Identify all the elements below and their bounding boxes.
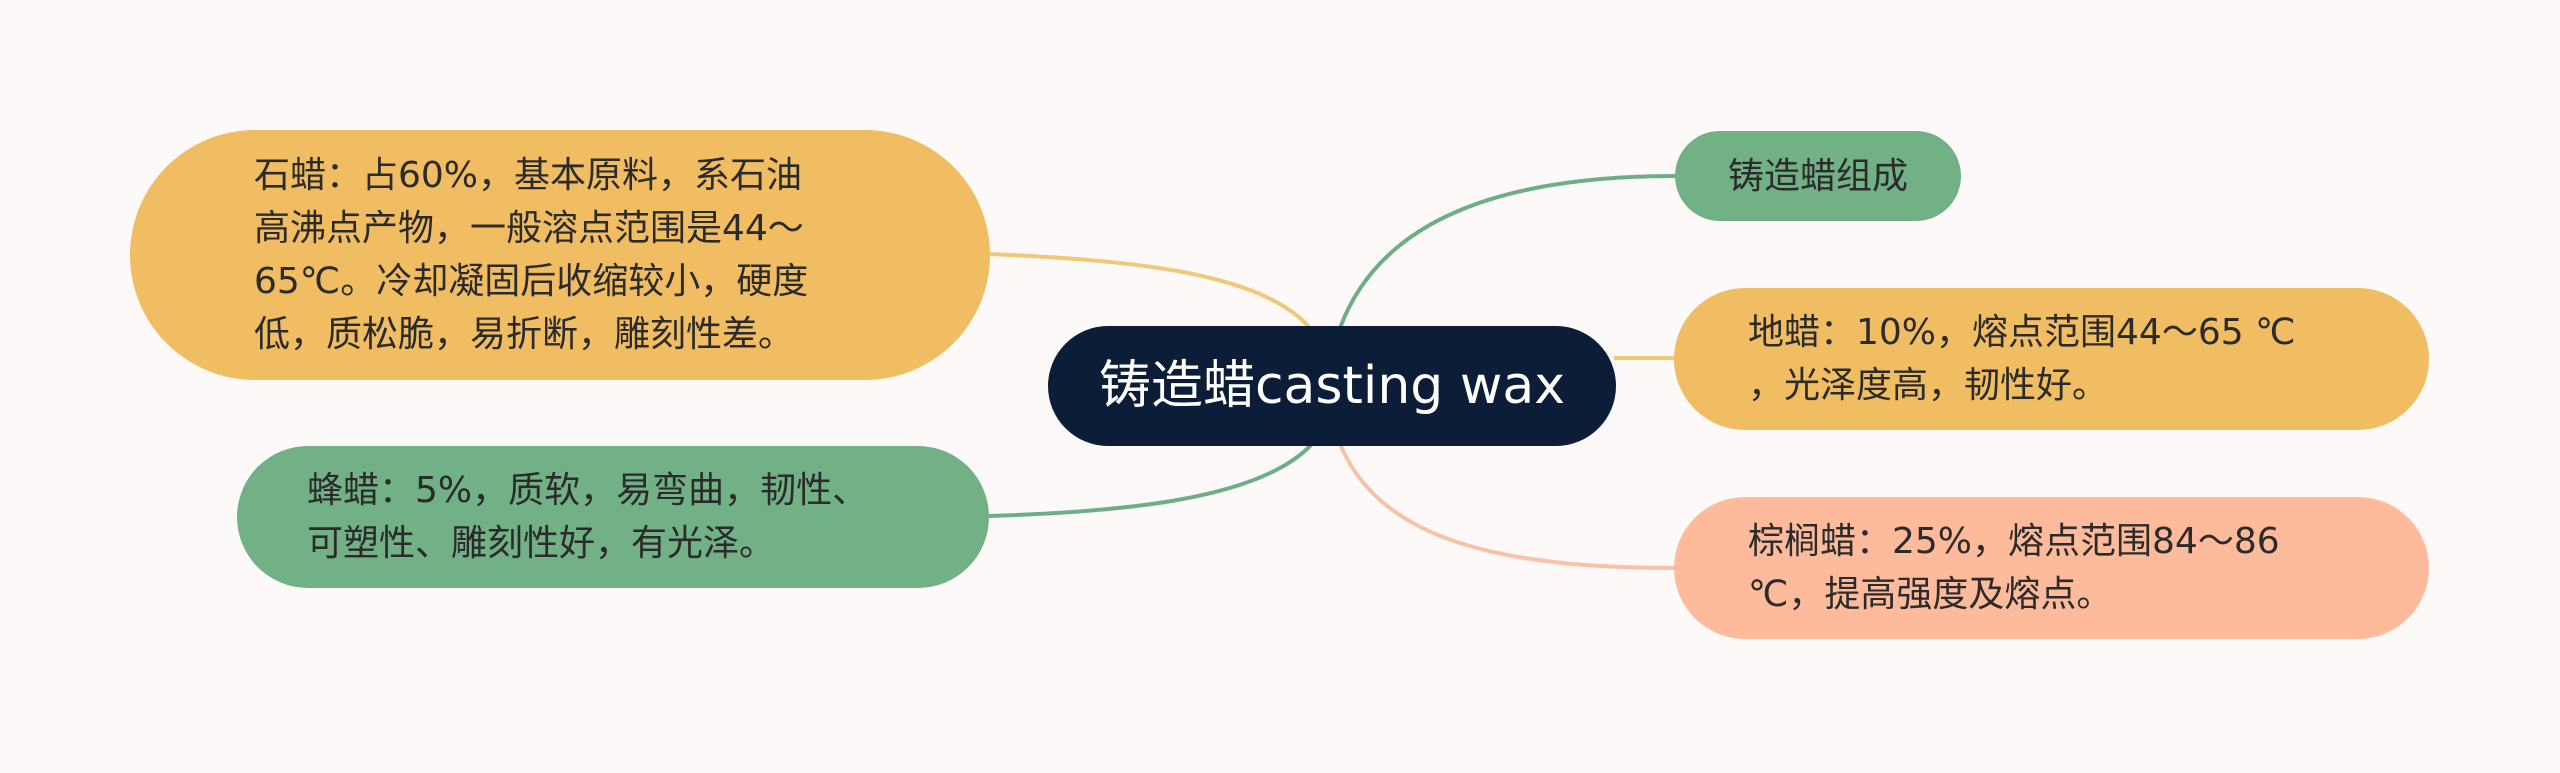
node-ceresin-wax-text: 地蜡：10%，熔点范围44～65 ℃ ，光泽度高，韧性好。 <box>1748 312 2296 406</box>
node-ceresin-wax[interactable]: 地蜡：10%，熔点范围44～65 ℃ ，光泽度高，韧性好。 <box>1674 288 2429 430</box>
node-composition-text: 铸造蜡组成 <box>1727 155 1908 197</box>
link-root-fengla <box>988 442 1314 518</box>
node-paraffin-wax[interactable]: 石蜡：占60%，基本原料，系石油 高沸点产物，一般溶点范围是44～ 65℃。冷却… <box>130 130 990 380</box>
link-root-zucheng <box>1338 174 1677 329</box>
node-paraffin-wax-text: 石蜡：占60%，基本原料，系石油 高沸点产物，一般溶点范围是44～ 65℃。冷却… <box>254 155 809 355</box>
node-beeswax[interactable]: 蜂蜡：5%，质软，易弯曲，韧性、 可塑性、雕刻性好，有光泽。 <box>237 446 989 588</box>
root-label: 铸造蜡casting wax <box>1098 355 1566 416</box>
node-carnauba-wax-text: 棕榈蜡：25%，熔点范围84～86 ℃，提高强度及熔点。 <box>1748 521 2280 615</box>
node-composition[interactable]: 铸造蜡组成 <box>1675 131 1961 221</box>
link-root-zonglvla <box>1338 443 1677 570</box>
link-root-shila <box>989 252 1312 330</box>
node-beeswax-text: 蜂蜡：5%，质软，易弯曲，韧性、 可塑性、雕刻性好，有光泽。 <box>307 470 869 564</box>
node-carnauba-wax[interactable]: 棕榈蜡：25%，熔点范围84～86 ℃，提高强度及熔点。 <box>1674 497 2429 639</box>
root-node[interactable]: 铸造蜡casting wax <box>1048 326 1616 446</box>
